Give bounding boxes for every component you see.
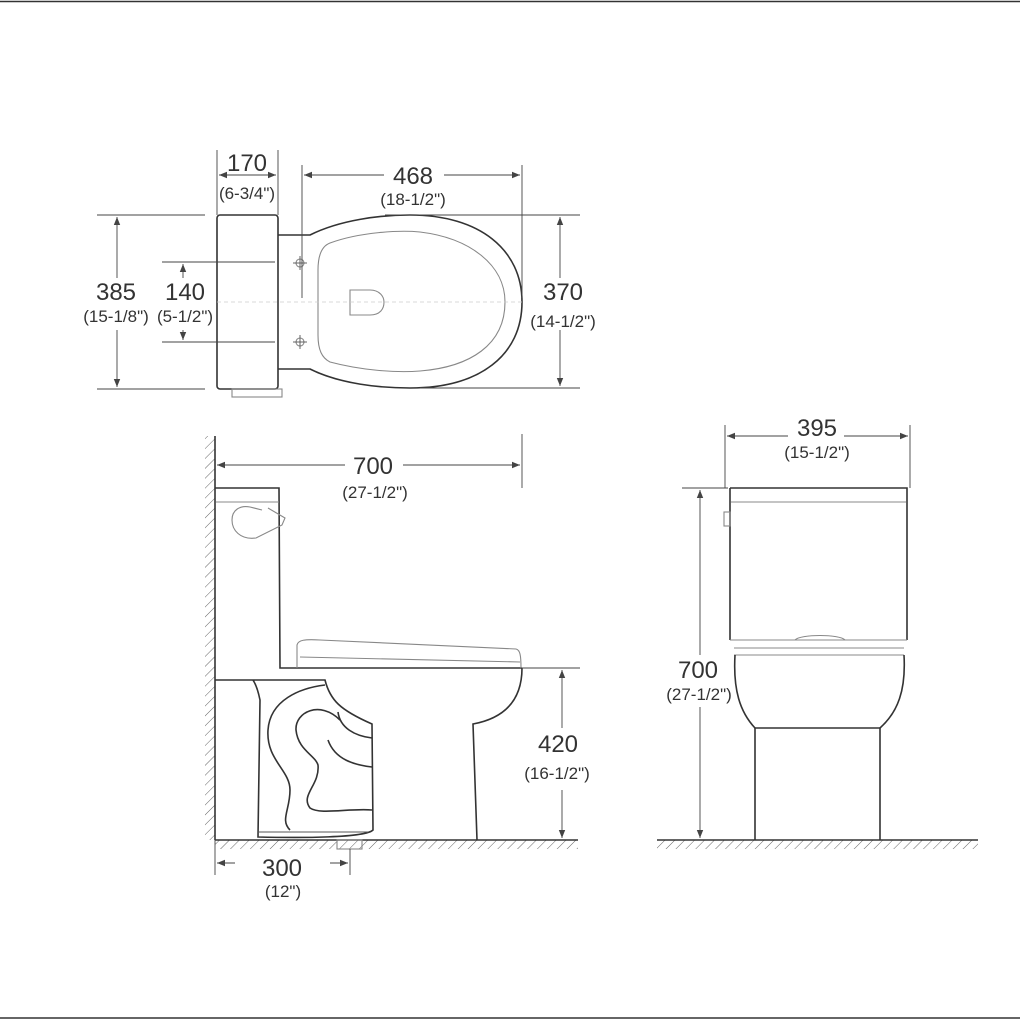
tank-depth-mm: 170 <box>227 150 267 177</box>
tank-base <box>231 388 283 398</box>
tank-side-outline <box>215 487 522 669</box>
tank-front-outline <box>729 487 908 640</box>
bolt-spacing-mm: 140 <box>165 279 205 306</box>
bowl-front-curve <box>472 667 523 841</box>
flush-lever-icon <box>231 506 286 539</box>
seat-hinge-mark <box>349 289 385 316</box>
floor-hatch <box>657 840 978 849</box>
front-height-mm: 700 <box>678 657 718 684</box>
bowl-top-outline <box>278 214 523 389</box>
pedestal-outline <box>754 727 881 840</box>
overall-depth-inch: (27-1/2") <box>342 483 408 502</box>
bowl-length-inch: (18-1/2") <box>380 190 446 209</box>
rough-in-mm: 300 <box>262 855 302 882</box>
floor-hatch <box>215 840 578 849</box>
front-width-mm: 395 <box>797 415 837 442</box>
overall-width-mm: 385 <box>96 279 136 306</box>
bowl-front-outline <box>733 654 906 729</box>
front-height-inch: (27-1/2") <box>666 685 732 704</box>
overall-width-inch: (15-1/8") <box>83 307 149 326</box>
top-view: 170 (6-3/4") 468 (18-1/2") 385 (15-1/8")… <box>80 150 596 398</box>
bolt-hole-icon <box>293 256 307 270</box>
wall-hatch <box>205 436 215 840</box>
rough-in-inch: (12") <box>265 882 301 901</box>
trapway <box>267 684 326 831</box>
seat-lid-side <box>296 639 522 669</box>
bowl-width-mm: 370 <box>543 279 583 306</box>
seat-height-mm: 420 <box>538 731 578 758</box>
seat-outline <box>317 230 506 373</box>
bowl-width-inch: (14-1/2") <box>530 312 596 331</box>
overall-depth-mm: 700 <box>353 453 393 480</box>
seat-height-inch: (16-1/2") <box>524 764 590 783</box>
bowl-base-outline <box>215 679 374 839</box>
front-width-inch: (15-1/2") <box>784 443 850 462</box>
bolt-spacing-inch: (5-1/2") <box>157 307 213 326</box>
bowl-length-mm: 468 <box>393 163 433 190</box>
side-view: 700 (27-1/2") 420 (16-1/2") 300 (12") <box>205 434 594 901</box>
bolt-hole-icon <box>293 335 307 349</box>
front-view: 395 (15-1/2") 700 (27-1/2") <box>657 415 978 849</box>
flush-button <box>723 511 731 527</box>
outlet-flange <box>336 839 363 850</box>
tank-depth-inch: (6-3/4") <box>219 184 275 203</box>
